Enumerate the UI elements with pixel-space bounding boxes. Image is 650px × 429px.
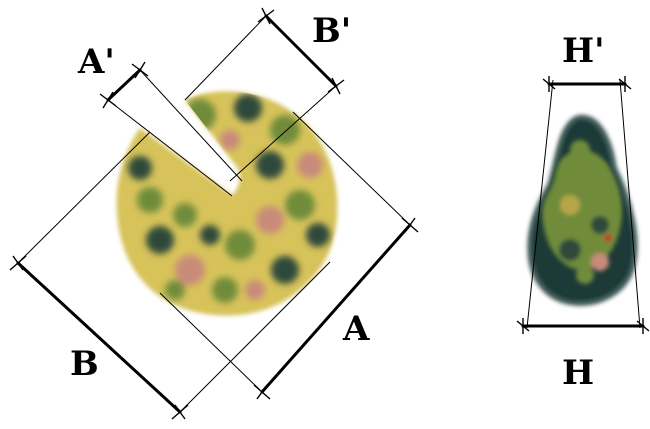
a-extension-top <box>292 111 411 226</box>
a-dimension-line <box>260 223 412 394</box>
crescent-mottling <box>128 94 330 303</box>
h-prime-tick-4 <box>618 78 632 90</box>
a-prime-tick-4 <box>134 61 146 79</box>
b-prime-tick-4 <box>331 77 341 95</box>
b-extension-bottom <box>179 261 331 413</box>
dimension-lines-left <box>9 7 419 420</box>
h-extension-left <box>526 79 554 329</box>
h-tick-3 <box>516 320 530 332</box>
a-prime-tick-3 <box>102 91 114 109</box>
b-prime-extension-right <box>229 85 337 182</box>
b-prime-extension-left <box>184 15 267 101</box>
label-b-prime: B' <box>312 11 351 51</box>
a-extension-bottom <box>159 292 263 393</box>
teardrop-mottling <box>542 140 622 284</box>
a-prime-extension <box>139 69 243 182</box>
h-tick-4 <box>636 320 650 332</box>
h-extension-right <box>619 79 641 329</box>
teardrop-specimen <box>527 115 638 306</box>
a-tick-3 <box>404 217 416 233</box>
crescent-specimen <box>116 91 338 316</box>
a-prime-extension-lower <box>107 99 233 197</box>
dimension-lines-right <box>516 76 650 334</box>
b-tick-4 <box>174 404 186 420</box>
h-prime-tick-3 <box>542 78 556 90</box>
label-b: B <box>70 344 99 384</box>
label-h: H <box>562 353 594 393</box>
b-prime-tick-3 <box>261 7 271 25</box>
b-tick-3 <box>12 255 24 271</box>
b-prime-dimension-line <box>264 14 338 88</box>
label-a-prime: A' <box>77 42 115 82</box>
b-dimension-line <box>16 261 182 414</box>
label-h-prime: H' <box>562 31 605 71</box>
b-extension-top <box>17 131 151 264</box>
label-a: A <box>342 309 370 349</box>
a-prime-dimension-line <box>106 68 142 102</box>
a-tick-4 <box>256 384 268 400</box>
